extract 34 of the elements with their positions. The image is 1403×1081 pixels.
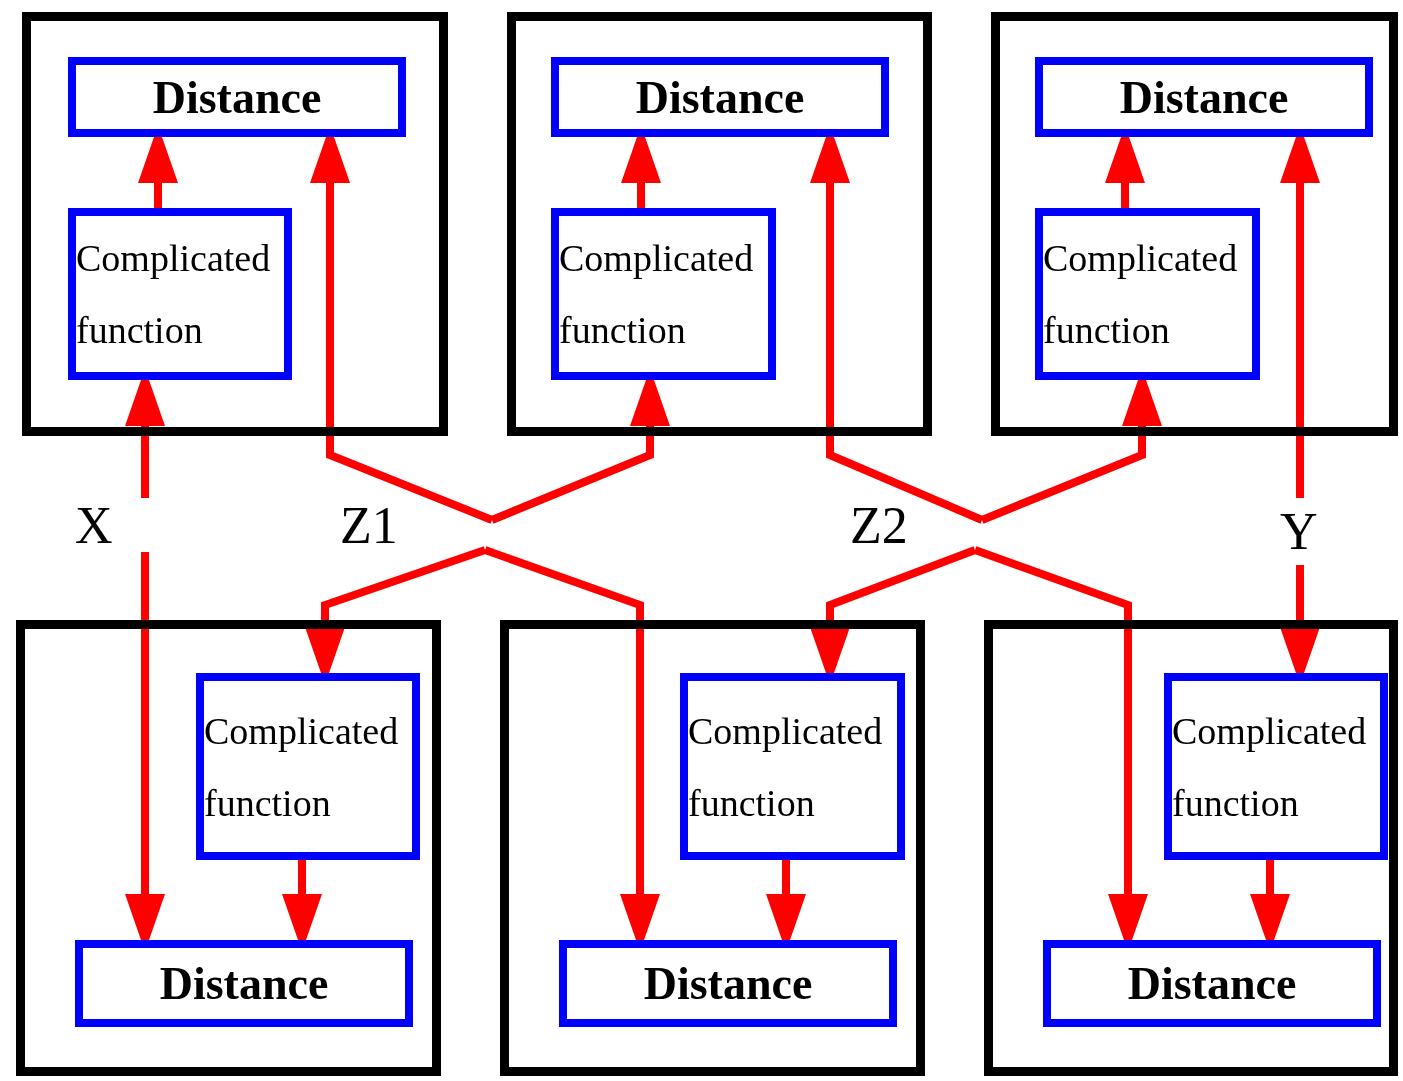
panel-box (16, 620, 441, 1076)
box-label: Distance (1118, 70, 1290, 124)
process-box (551, 208, 776, 380)
process-box (1164, 673, 1388, 860)
box-label: Complicated function (688, 708, 884, 826)
process-box (1035, 208, 1260, 380)
panel-box (22, 12, 448, 436)
panel-box (507, 12, 932, 436)
process-box (68, 57, 406, 137)
variable-label: Z2 (850, 500, 982, 550)
box-label: Complicated function (559, 236, 755, 353)
box-label: Distance (1126, 957, 1298, 1010)
box-label: Distance (158, 957, 330, 1010)
box-label: Complicated function (204, 708, 400, 826)
panel-box (984, 620, 1398, 1076)
process-box (551, 57, 889, 137)
box-label: Distance (642, 957, 814, 1010)
process-box (1035, 57, 1373, 137)
process-box (1043, 940, 1381, 1027)
process-box (559, 940, 897, 1027)
box-label: Complicated function (1043, 236, 1239, 353)
variable-label: Z1 (340, 500, 492, 550)
box-label: Distance (634, 70, 806, 124)
process-box (68, 208, 292, 380)
variable-label: X (75, 498, 165, 552)
process-box (75, 940, 413, 1027)
box-label: Distance (151, 70, 323, 124)
process-box (196, 673, 420, 860)
panel-box (500, 620, 925, 1076)
box-label: Complicated function (1172, 708, 1368, 826)
process-box (680, 673, 905, 860)
variable-label: Y (1280, 498, 1330, 565)
box-label: Complicated function (76, 236, 272, 353)
panel-box (991, 12, 1398, 436)
